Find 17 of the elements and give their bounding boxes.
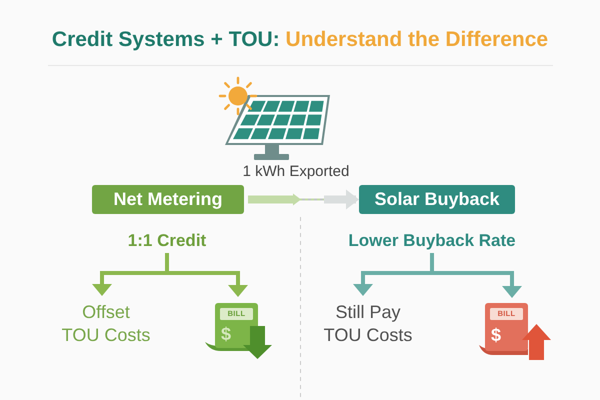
arrow xyxy=(432,271,522,298)
outcome-text: Offset TOU Costs xyxy=(61,301,151,347)
dollar-sign: $ xyxy=(221,323,232,345)
subheading: Lower Buyback Rate xyxy=(348,231,516,251)
subheading: 1:1 Credit xyxy=(128,231,206,251)
arrow xyxy=(92,271,167,296)
arrow xyxy=(167,271,248,297)
heading-box: Net Metering xyxy=(92,185,244,214)
arrow xyxy=(248,190,359,210)
dollar-sign: $ xyxy=(491,324,502,346)
connector-line xyxy=(165,253,169,273)
outcome-text: Still Pay TOU Costs xyxy=(318,301,418,347)
heading-box: Solar Buyback xyxy=(359,185,515,214)
title: Credit Systems + TOU: Understand the Difference xyxy=(52,27,548,53)
edge-label: 1 kWh Exported xyxy=(240,162,352,180)
connector-line xyxy=(430,253,434,273)
arrow xyxy=(353,271,432,296)
